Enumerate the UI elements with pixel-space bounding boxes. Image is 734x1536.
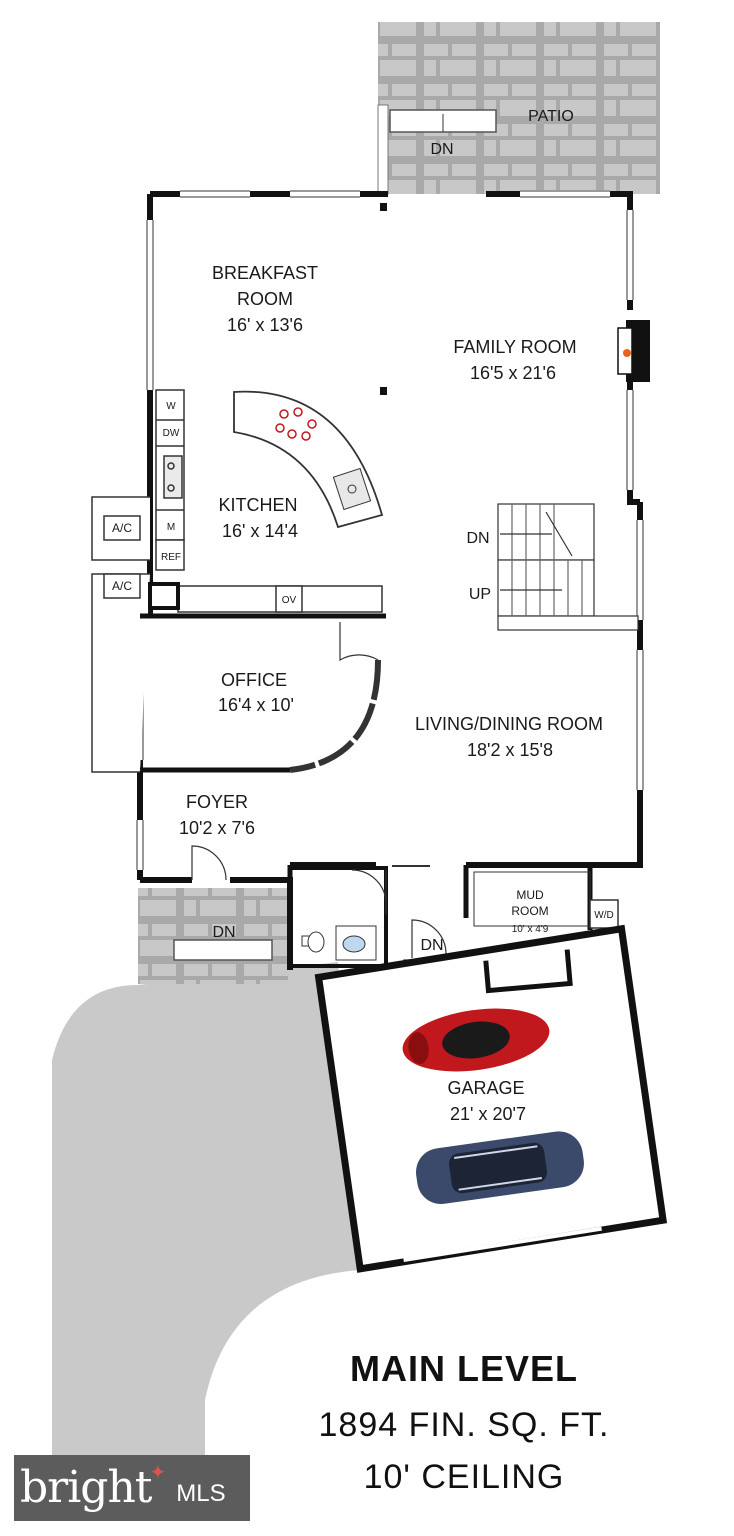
front-door: [191, 845, 227, 881]
kitchen-counter: [155, 389, 185, 571]
red-car: [402, 1008, 550, 1072]
logo-star-icon: ✦: [149, 1461, 167, 1484]
living-dining-label: LIVING/DINING ROOM: [415, 714, 603, 734]
microwave-label: M: [167, 522, 175, 533]
office-door: [339, 622, 379, 662]
blue-car: [416, 1131, 584, 1205]
patio-stair-dn-label: DN: [430, 141, 453, 158]
garage-size: 21' x 20'7: [450, 1104, 526, 1124]
kitchen-island: [233, 390, 384, 529]
ac-units: [91, 496, 150, 773]
office-curved-wall: [289, 659, 381, 773]
washer-label: W: [166, 401, 176, 412]
kitchen-label: KITCHEN: [218, 495, 297, 515]
main-stairs: [497, 503, 639, 631]
mud-room: [473, 871, 619, 929]
garage-step-dn-label: DN: [420, 937, 443, 954]
mud-room-label-2: ROOM: [511, 904, 548, 918]
logo-suffix: MLS: [176, 1480, 226, 1507]
dishwasher-label: DW: [163, 428, 180, 439]
patio-label: PATIO: [528, 108, 574, 125]
family-room-label: FAMILY ROOM: [453, 337, 576, 357]
fireplace: [617, 320, 650, 382]
logo-brand: bright: [20, 1462, 152, 1513]
oven-counter: [148, 582, 383, 613]
patio: PATIO DN: [377, 22, 660, 195]
washer-dryer-label: W/D: [594, 910, 613, 921]
mud-room-size: 10' x 4'9: [512, 924, 549, 935]
breakfast-room-size: 16' x 13'6: [227, 315, 303, 335]
powder-room: [288, 866, 388, 968]
ac-label-1: A/C: [112, 521, 132, 535]
stair-up-label: UP: [469, 586, 491, 603]
kitchen-size: 16' x 14'4: [222, 521, 298, 541]
ceiling-height: 10' CEILING: [364, 1458, 565, 1496]
garage: [314, 924, 668, 1273]
bright-mls-logo: bright ✦ MLS: [14, 1455, 250, 1521]
ac-label-2: A/C: [112, 579, 132, 593]
family-room-size: 16'5 x 21'6: [470, 363, 556, 383]
column-2: [380, 387, 387, 395]
entry-paving: [138, 888, 288, 984]
column-1: [380, 203, 387, 211]
office-size: 16'4 x 10': [218, 695, 294, 715]
living-dining-size: 18'2 x 15'8: [467, 740, 553, 760]
interior-walls: [140, 613, 593, 930]
oven-label: OV: [282, 595, 297, 606]
refrigerator-label: REF: [161, 552, 181, 563]
foyer-step-dn-label: DN: [212, 924, 235, 941]
driveway: [52, 962, 360, 1455]
level-title: MAIN LEVEL: [350, 1348, 578, 1389]
finished-area: 1894 FIN. SQ. FT.: [319, 1406, 610, 1444]
foyer-size: 10'2 x 7'6: [179, 818, 255, 838]
mud-room-label-1: MUD: [516, 888, 544, 902]
office-label: OFFICE: [221, 670, 287, 690]
breakfast-room-label-2: ROOM: [237, 289, 293, 309]
stair-down-label: DN: [466, 530, 489, 547]
breakfast-room-label-1: BREAKFAST: [212, 263, 318, 283]
garage-label: GARAGE: [447, 1078, 524, 1098]
foyer-label: FOYER: [186, 792, 248, 812]
